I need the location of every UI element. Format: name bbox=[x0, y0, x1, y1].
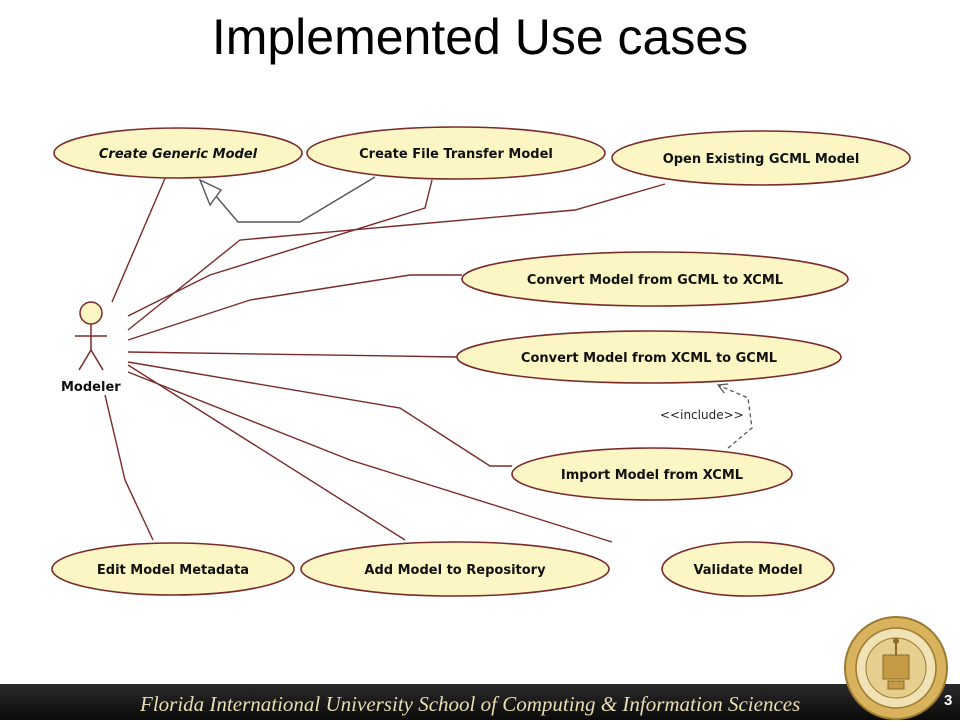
use-case-label: Convert Model from XCML to GCML bbox=[521, 351, 777, 366]
actor-left-leg bbox=[78, 349, 92, 371]
use-case-label: Convert Model from GCML to XCML bbox=[527, 273, 783, 288]
slide-title: Implemented Use cases bbox=[211, 9, 749, 65]
actor-modeler bbox=[75, 301, 107, 371]
use-case-import-model-from-xcml: Import Model from XCML bbox=[511, 447, 793, 501]
generalization-arrow bbox=[198, 176, 376, 223]
use-case-label: Open Existing GCML Model bbox=[663, 152, 860, 167]
use-case-convert-xcml-to-gcml: Convert Model from XCML to GCML bbox=[456, 330, 842, 384]
use-case-label: Create Generic Model bbox=[99, 147, 258, 162]
use-case-label: Add Model to Repository bbox=[364, 563, 546, 578]
use-case-convert-gcml-to-xcml: Convert Model from GCML to XCML bbox=[461, 251, 849, 307]
footer-bar bbox=[0, 684, 960, 720]
use-case-create-file-transfer-model: Create File Transfer Model bbox=[306, 126, 606, 180]
footer-text: Florida International University School … bbox=[140, 692, 801, 716]
assoc-convert-gcml-to-xcml bbox=[127, 274, 462, 341]
actor-head bbox=[79, 301, 103, 325]
assoc-create-file-transfer-model bbox=[127, 179, 433, 317]
assoc-edit-model-metadata bbox=[104, 394, 154, 541]
page-number: 3 bbox=[944, 692, 953, 709]
include-stereotype-label: <<include>> bbox=[660, 408, 744, 422]
actor-right-leg bbox=[90, 349, 104, 371]
use-case-create-generic-model: Create Generic Model bbox=[53, 127, 303, 179]
actor-label: Modeler bbox=[61, 380, 121, 395]
university-seal-icon bbox=[844, 616, 948, 720]
use-case-validate-model: Validate Model bbox=[661, 541, 835, 597]
association-lines bbox=[104, 175, 666, 543]
assoc-import-model-from-xcml bbox=[127, 361, 512, 467]
assoc-add-model-to-repository bbox=[127, 364, 406, 541]
use-case-label: Validate Model bbox=[693, 563, 802, 578]
use-case-label: Create File Transfer Model bbox=[359, 147, 553, 162]
use-case-label: Import Model from XCML bbox=[561, 468, 743, 483]
assoc-open-existing-gcml-model bbox=[127, 183, 666, 331]
use-case-open-existing-gcml-model: Open Existing GCML Model bbox=[611, 130, 911, 186]
assoc-validate-model bbox=[127, 371, 613, 543]
assoc-convert-xcml-to-gcml bbox=[127, 351, 458, 358]
use-case-edit-model-metadata: Edit Model Metadata bbox=[51, 542, 295, 596]
assoc-create-generic-model bbox=[111, 175, 167, 303]
include-dependency: <<include>> bbox=[660, 383, 753, 449]
use-case-diagram: <<include>> Modeler Create Generic Model… bbox=[51, 126, 911, 597]
use-case-label: Edit Model Metadata bbox=[97, 563, 249, 578]
use-case-add-model-to-repository: Add Model to Repository bbox=[300, 541, 610, 597]
